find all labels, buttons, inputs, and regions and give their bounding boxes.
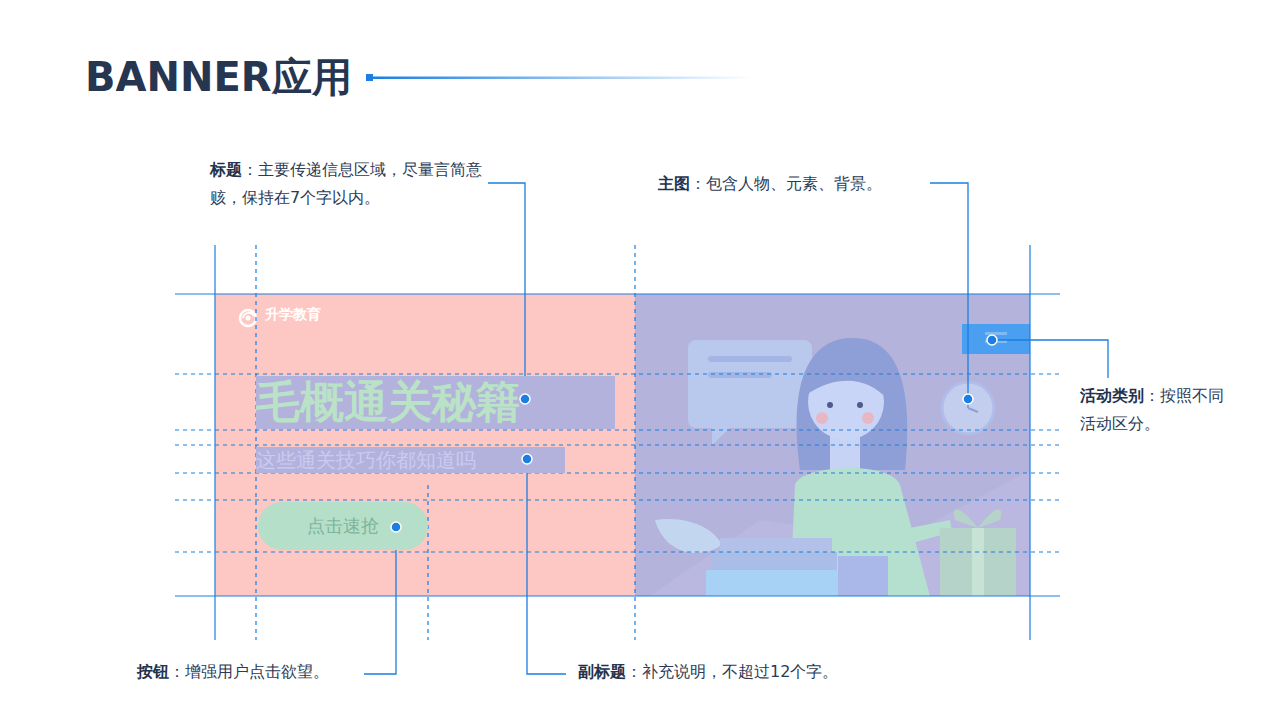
callout-term: 按钮 (137, 662, 169, 681)
callout-term: 副标题 (578, 662, 626, 681)
node-text: 毛概通关秘籍 (256, 377, 520, 428)
callout-description: ：包含人物、元素、背景。 (690, 174, 882, 193)
callout-term: 标题 (210, 160, 242, 179)
node-text: 这些通关技巧你都知道吗 (256, 449, 476, 472)
callout-note: 副标题：补充说明，不超过12个字。 (578, 658, 878, 686)
callout-description: ：主要传递信息区域，尽量言简意赅，保持在7个字以内。 (210, 160, 482, 207)
callout-note: 活动类别：按照不同活动区分。 (1080, 382, 1232, 438)
logo-icon (240, 310, 256, 326)
leader-dot (987, 335, 997, 345)
header-line (373, 77, 753, 80)
leader-dot (391, 522, 401, 532)
page-title: BANNER应用 (85, 52, 352, 102)
copy-panel: 升学教育毛概通关秘籍这些通关技巧你都知道吗点击速抢 (215, 294, 635, 596)
leader-dot (522, 454, 532, 464)
callout-note: 主图：包含人物、元素、背景。 (658, 170, 928, 198)
node-text: 升学教育 (265, 306, 635, 322)
callout-term: 主图 (658, 174, 690, 193)
callout-term: 活动类别 (1080, 386, 1144, 405)
button-pill: 点击速抢 (258, 502, 428, 550)
leader-dot (520, 394, 530, 404)
activity-tag (962, 324, 1030, 354)
leader-dot (963, 394, 973, 404)
callout-note: 按钮：增强用户点击欲望。 (137, 658, 359, 686)
header-square (366, 74, 373, 81)
guide-lines (175, 245, 1060, 640)
node-text: 点击速抢 (307, 516, 379, 537)
callout-note: 标题：主要传递信息区域，尽量言简意赅，保持在7个字以内。 (210, 156, 482, 212)
main-image-figure (650, 338, 1030, 596)
subtitle-box: 这些通关技巧你都知道吗 (256, 447, 565, 473)
callout-description: ：增强用户点击欲望。 (169, 662, 329, 681)
title-box: 毛概通关秘籍 (256, 376, 615, 429)
callout-description: ：补充说明，不超过12个字。 (626, 662, 838, 681)
